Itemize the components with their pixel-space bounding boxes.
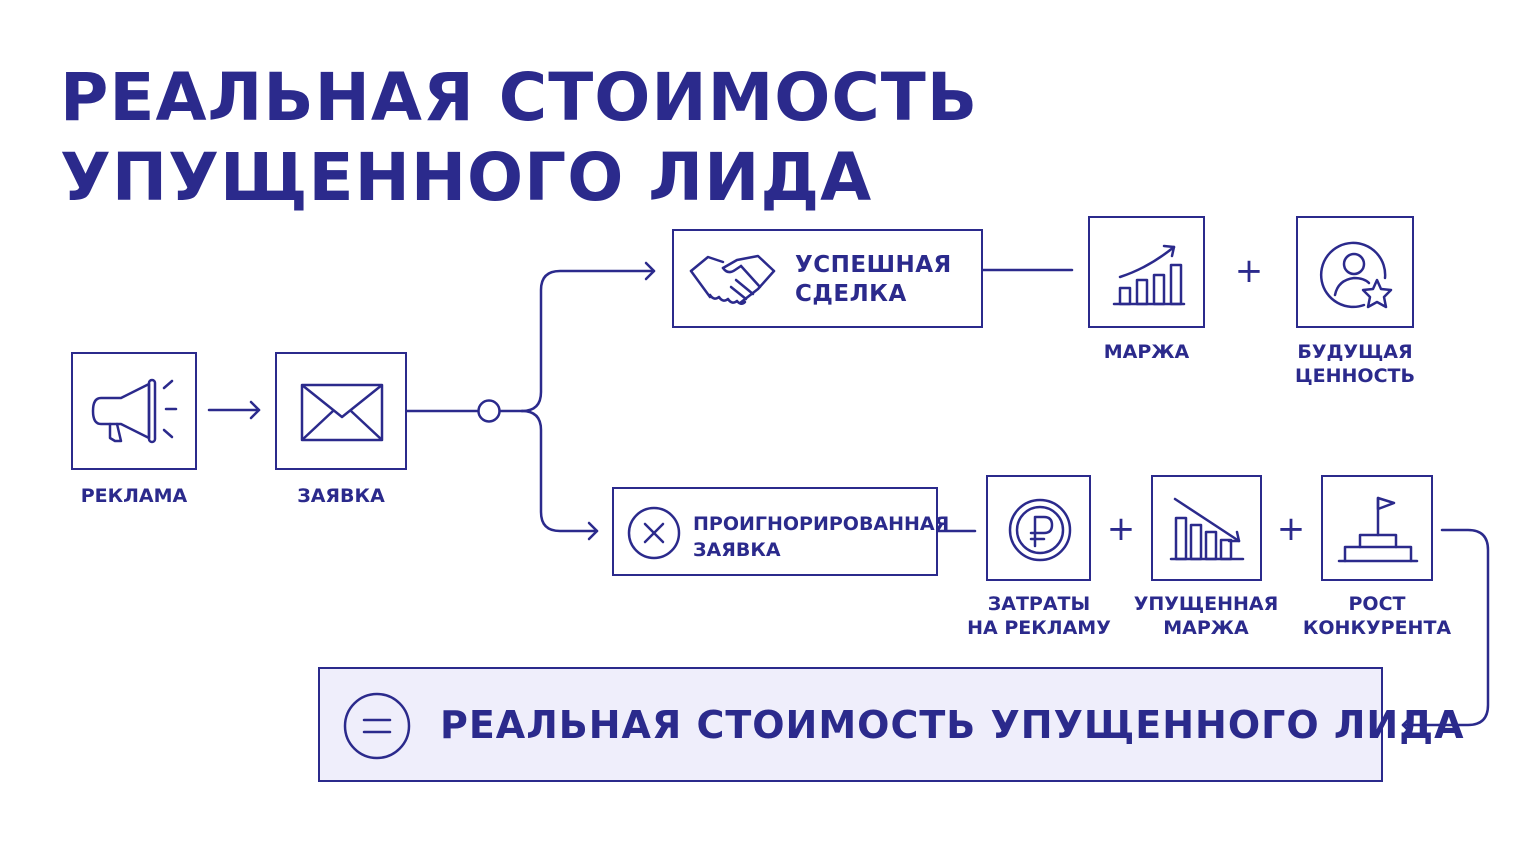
ad-costs-line-2: НА РЕКЛАМУ (967, 617, 1111, 639)
deal-label: УСПЕШНАЯ СДЕЛКА (795, 251, 952, 309)
title-line-2: УПУЩЕННОГО ЛИДА (60, 139, 873, 216)
competitor-node (1321, 475, 1433, 581)
competitor-line-2: КОНКУРЕНТА (1302, 617, 1452, 639)
ad-costs-label: ЗАТРАТЫ НА РЕКЛАМУ (958, 592, 1120, 640)
future-value-label: БУДУЩАЯ ЦЕННОСТЬ (1278, 340, 1432, 388)
branch-to-ignored (520, 409, 599, 533)
plus-sign: + (1106, 509, 1136, 549)
page-title: РЕАЛЬНАЯ СТОИМОСТЬ УПУЩЕННОГО ЛИДА (60, 58, 978, 218)
plus-sign: + (1234, 251, 1264, 291)
ignored-label: ПРОИГНОРИРОВАННАЯ ЗАЯВКА (693, 511, 949, 563)
ignored-label-line-2: ЗАЯВКА (693, 539, 781, 561)
ignored-label-line-1: ПРОИГНОРИРОВАННАЯ (693, 513, 950, 535)
competitor-line-1: РОСТ (1348, 593, 1406, 615)
envelope-icon (300, 383, 384, 442)
podium-flag-icon (1337, 496, 1419, 563)
deal-label-line-2: СДЕЛКА (795, 281, 907, 307)
cross-circle-icon (627, 506, 681, 560)
ruble-coin-icon (1008, 498, 1072, 562)
growth-chart-icon (1112, 244, 1186, 306)
deal-node: УСПЕШНАЯ СДЕЛКА (672, 229, 983, 328)
margin-label: МАРЖА (1103, 341, 1190, 363)
junction-node (477, 399, 501, 423)
future-value-line-1: БУДУЩАЯ (1297, 341, 1413, 363)
decline-chart-icon (1169, 497, 1245, 561)
ad-label: РЕКЛАМА (80, 485, 188, 507)
arrow-ad-to-request (207, 400, 261, 420)
margin-node (1088, 216, 1205, 328)
result-box: РЕАЛЬНАЯ СТОИМОСТЬ УПУЩЕННОГО ЛИДА (318, 667, 1464, 782)
lost-margin-node (1151, 475, 1262, 581)
ad-node (71, 352, 197, 470)
ad-costs-node (986, 475, 1091, 581)
lost-margin-line-2: МАРЖА (1163, 617, 1249, 639)
title-line-1: РЕАЛЬНАЯ СТОИМОСТЬ (60, 59, 979, 136)
future-value-line-2: ЦЕННОСТЬ (1295, 365, 1415, 387)
equals-circle-icon (343, 692, 411, 760)
megaphone-icon (91, 378, 178, 444)
request-node (275, 352, 407, 470)
branch-to-deal (520, 269, 656, 413)
lost-margin-line-1: УПУЩЕННАЯ (1133, 593, 1279, 615)
handshake-icon (689, 254, 776, 305)
lost-margin-label: УПУЩЕННАЯ МАРЖА (1126, 592, 1286, 640)
user-star-icon (1319, 241, 1393, 309)
plus-sign: + (1276, 509, 1306, 549)
result-text: РЕАЛЬНАЯ СТОИМОСТЬ УПУЩЕННОГО ЛИДА (440, 703, 1465, 747)
competitor-label: РОСТ КОНКУРЕНТА (1296, 592, 1458, 640)
ignored-node: ПРОИГНОРИРОВАННАЯ ЗАЯВКА (612, 487, 949, 576)
request-label: ЗАЯВКА (297, 485, 385, 507)
ad-costs-line-1: ЗАТРАТЫ (987, 593, 1091, 615)
future-value-node (1296, 216, 1414, 328)
deal-label-line-1: УСПЕШНАЯ (795, 252, 952, 278)
return-arrow-to-result (1401, 528, 1490, 727)
